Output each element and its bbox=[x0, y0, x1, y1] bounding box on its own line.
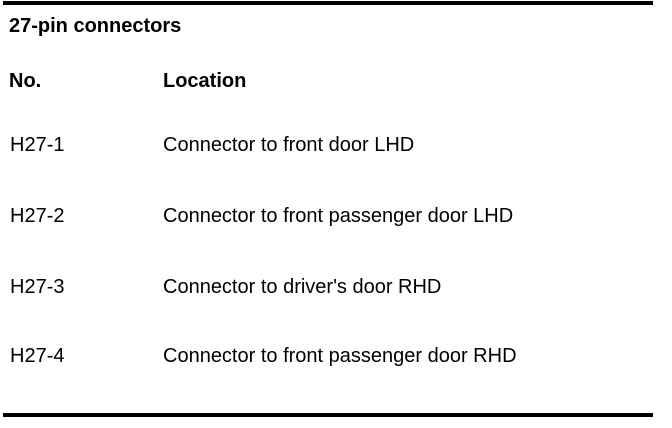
row-location: Connector to front passenger door LHD bbox=[163, 205, 514, 227]
row-number: H27-2 bbox=[10, 205, 65, 227]
column-header-location: Location bbox=[163, 70, 247, 92]
table-row: H27-3 Connector to driver's door RHD bbox=[0, 273, 660, 301]
table-title: 27-pin connectors bbox=[9, 15, 182, 37]
row-number: H27-4 bbox=[10, 345, 65, 367]
top-rule bbox=[3, 1, 653, 5]
row-location: Connector to front door LHD bbox=[163, 134, 415, 156]
row-location: Connector to driver's door RHD bbox=[163, 276, 442, 298]
row-number: H27-3 bbox=[10, 276, 65, 298]
row-location: Connector to front passenger door RHD bbox=[163, 345, 517, 367]
table-row: H27-4 Connector to front passenger door … bbox=[0, 342, 660, 370]
column-header-no: No. bbox=[9, 70, 42, 92]
bottom-rule bbox=[3, 413, 653, 417]
table-row: H27-2 Connector to front passenger door … bbox=[0, 202, 660, 230]
table-row: H27-1 Connector to front door LHD bbox=[0, 131, 660, 159]
row-number: H27-1 bbox=[10, 134, 65, 156]
